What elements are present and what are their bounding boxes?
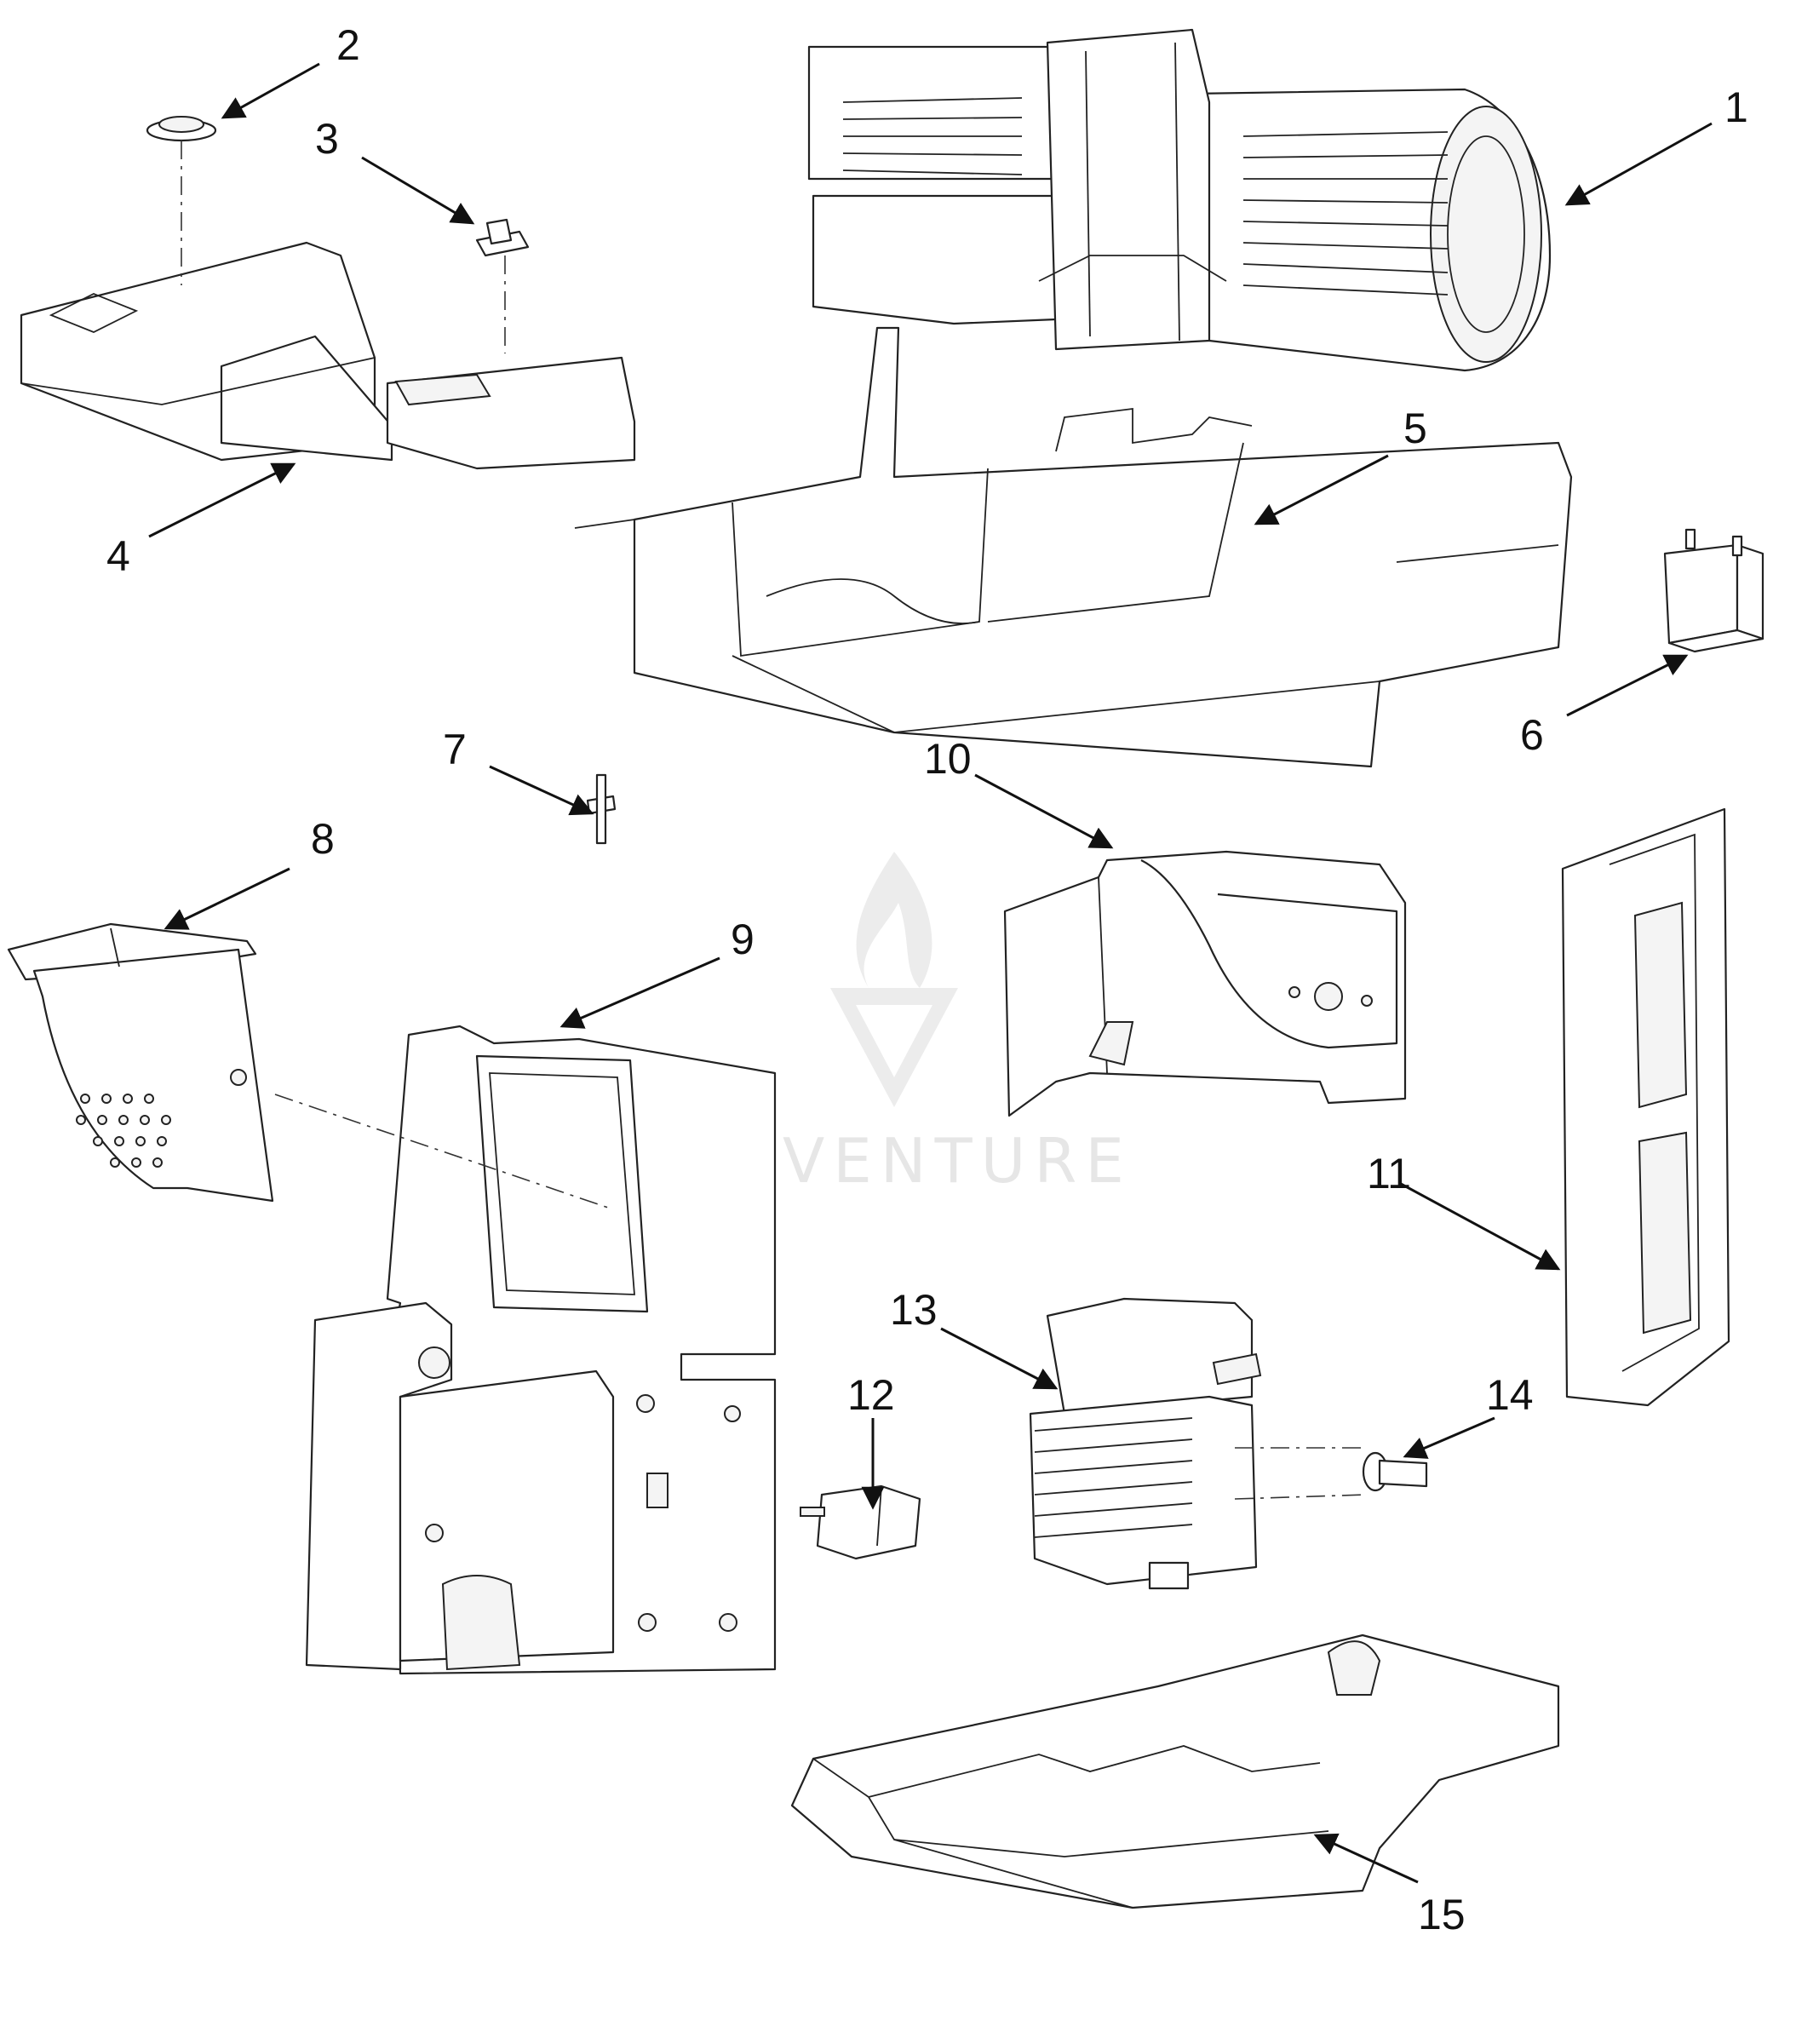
leader-13	[940, 1327, 1059, 1390]
callout-3: 3	[315, 115, 339, 163]
part-15-base-plate	[790, 1633, 1560, 1909]
part-12-switch	[800, 1484, 921, 1560]
part-3-thermal-cutout	[475, 218, 530, 257]
callout-5: 5	[1403, 405, 1427, 452]
leader-1	[1564, 122, 1713, 206]
part-14-thermal-fuse	[1362, 1451, 1428, 1492]
leader-6	[1566, 654, 1689, 717]
leader-8	[164, 867, 290, 930]
leader-7	[489, 765, 594, 816]
callout-11: 11	[1367, 1150, 1411, 1197]
leader-3	[361, 156, 475, 225]
part-13-magnetron	[1029, 1297, 1262, 1590]
leader-9	[559, 956, 720, 1029]
assembly-centerlines	[181, 141, 1368, 1500]
callout-6: 6	[1520, 711, 1544, 759]
callout-10: 10	[924, 735, 972, 783]
leader-5	[1254, 454, 1389, 525]
callout-labels: 1 2 3 4 5 6 7 8 9 10 11 12 13 14 15	[106, 21, 1748, 1938]
part-7-pin	[586, 773, 617, 845]
watermark-flame-icon	[856, 852, 932, 988]
leader-14	[1403, 1416, 1495, 1459]
leader-2	[221, 62, 320, 119]
leader-10	[974, 773, 1114, 849]
part-6-capacitor	[1663, 528, 1764, 653]
leader-11	[1400, 1182, 1561, 1271]
callout-12: 12	[847, 1371, 895, 1419]
leader-arrows	[148, 62, 1713, 1884]
callout-15: 15	[1418, 1891, 1466, 1938]
callout-8: 8	[311, 815, 335, 863]
part-8-vent-grille	[7, 922, 274, 1203]
part-1-blower-fan	[807, 28, 1552, 372]
callout-1: 1	[1724, 83, 1748, 131]
callout-7: 7	[443, 726, 467, 773]
part-2-thermostat	[146, 116, 217, 142]
part-4-duct-assembly	[20, 241, 636, 470]
callout-2: 2	[336, 21, 360, 69]
callout-14: 14	[1486, 1371, 1534, 1419]
callout-4: 4	[106, 532, 130, 580]
leader-4	[148, 462, 296, 538]
watermark-v-logo-icon	[830, 988, 958, 1107]
part-9-control-bracket	[305, 1025, 777, 1675]
part-10-magnetron-bracket	[1003, 850, 1407, 1117]
part-11-side-panel	[1561, 807, 1730, 1407]
callout-13: 13	[890, 1286, 938, 1334]
part-5-chassis-tray	[574, 326, 1573, 768]
callout-9: 9	[731, 916, 755, 963]
leader-15	[1313, 1833, 1419, 1884]
